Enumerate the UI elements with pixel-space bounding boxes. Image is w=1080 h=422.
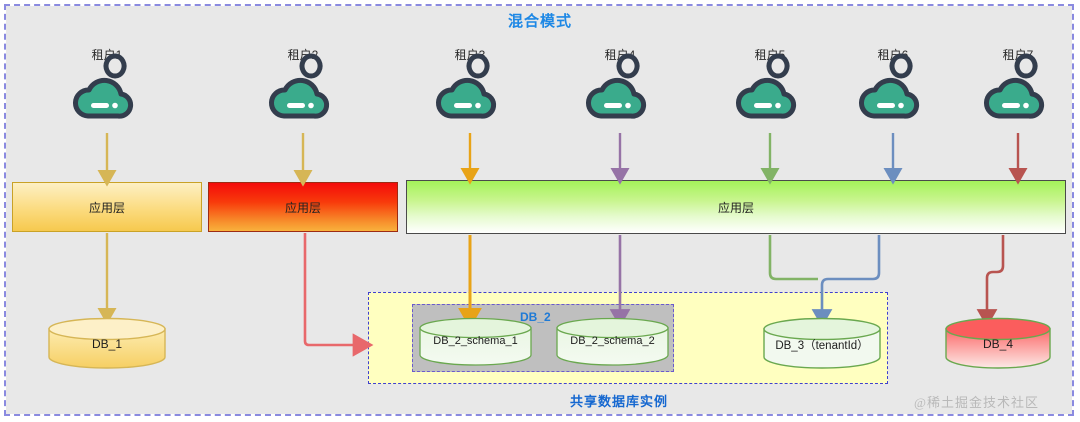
tenant-7[interactable]: 租户7 (958, 48, 1078, 126)
watermark: @稀土掘金技术社区 (914, 395, 1039, 410)
db2-group-label: DB_2 (520, 310, 551, 324)
app-layer-box-2[interactable]: 应用层 (208, 182, 398, 232)
cloud-user-icon (73, 53, 134, 119)
tenant-6[interactable]: 租户6 (833, 48, 953, 126)
page-title: 混合模式 (507, 13, 572, 30)
cloud-user-icon (436, 53, 497, 119)
cloud-user-icon (269, 53, 330, 119)
database-db2-schema2[interactable]: DB_2_schema_2 (556, 317, 669, 366)
cloud-user-icon (586, 53, 647, 119)
tenant-2[interactable]: 租户2 (243, 48, 363, 126)
database-db3[interactable]: DB_3（tenantId） (763, 317, 881, 369)
app-layer-box-1[interactable]: 应用层 (12, 182, 202, 232)
app-layer-label-2: 应用层 (284, 200, 321, 215)
cloud-user-icon (984, 53, 1045, 119)
database-db1[interactable]: DB_1 (48, 317, 166, 369)
database-db4[interactable]: DB_4 (945, 317, 1051, 369)
app-layer-label-1: 应用层 (88, 200, 125, 215)
app-layer-label-3: 应用层 (717, 200, 754, 215)
shared-database-caption: 共享数据库实例 (570, 394, 669, 409)
cloud-user-icon (859, 53, 920, 119)
app-layer-box-3[interactable]: 应用层 (406, 180, 1066, 234)
database-db2-schema1[interactable]: DB_2_schema_1 (419, 317, 532, 366)
tenant-1[interactable]: 租户1 (47, 48, 167, 126)
tenant-4[interactable]: 租户4 (560, 48, 680, 126)
cloud-user-icon (736, 53, 797, 119)
tenant-5[interactable]: 租户5 (710, 48, 830, 126)
tenant-3[interactable]: 租户3 (410, 48, 530, 126)
